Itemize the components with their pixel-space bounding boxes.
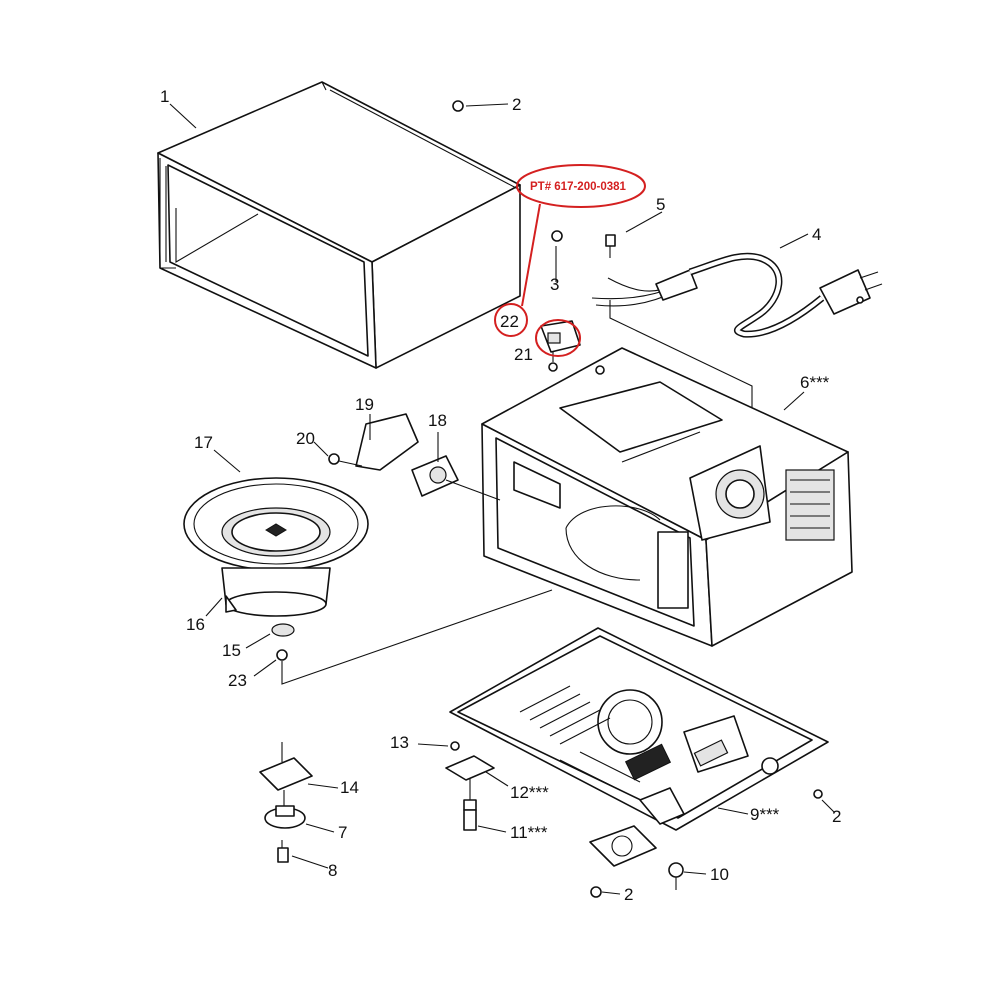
callout-3: 3 (550, 275, 559, 294)
callout-2-right: 2 (832, 807, 841, 826)
callout-15: 15 (222, 641, 241, 660)
callout-5: 5 (656, 195, 665, 214)
callout-21: 21 (514, 345, 533, 364)
part-number-text: PT# 617-200-0381 (530, 181, 627, 193)
outer-cabinet (157, 81, 521, 369)
callout-1: 1 (160, 87, 169, 106)
callout-12: 12*** (510, 783, 549, 802)
callout-16: 16 (186, 615, 205, 634)
callout-19: 19 (355, 395, 374, 414)
base-plate (449, 627, 829, 831)
part-22-highlight (535, 319, 581, 357)
callout-18: 18 (428, 411, 447, 430)
callout-10: 10 (710, 865, 729, 884)
screw-3 (551, 230, 563, 242)
callout-23: 23 (228, 671, 247, 690)
leader-lines (169, 103, 835, 895)
callout-6: 6*** (800, 373, 830, 392)
callout-2-bottom: 2 (624, 885, 633, 904)
parts-18-19-20 (328, 413, 501, 501)
callout-7: 7 (338, 823, 347, 842)
power-cord (591, 234, 883, 458)
part-22-circle (494, 303, 528, 337)
callout-13: 13 (390, 733, 409, 752)
turntable-assembly (183, 477, 553, 685)
callout-8: 8 (328, 861, 337, 880)
callout-17: 17 (194, 433, 213, 452)
switch-bracket (540, 320, 581, 372)
screw-2-top (452, 100, 464, 112)
part-22-label: 22 (500, 312, 519, 331)
part-number-oval (516, 164, 646, 208)
callout-20: 20 (296, 429, 315, 448)
callout-14: 14 (340, 778, 359, 797)
callout-11: 11*** (510, 823, 548, 842)
red-annotation: PT# 617-200-0381 22 (494, 164, 646, 357)
callout-labels: 1 2 3 5 4 21 6*** 19 18 20 17 16 15 23 1… (160, 87, 841, 904)
main-chassis (481, 347, 853, 647)
callout-4: 4 (812, 225, 821, 244)
callout-2-top: 2 (512, 95, 521, 114)
annotation-leader (521, 203, 541, 307)
callout-9: 9*** (750, 805, 780, 824)
small-bottom-parts (259, 741, 823, 898)
